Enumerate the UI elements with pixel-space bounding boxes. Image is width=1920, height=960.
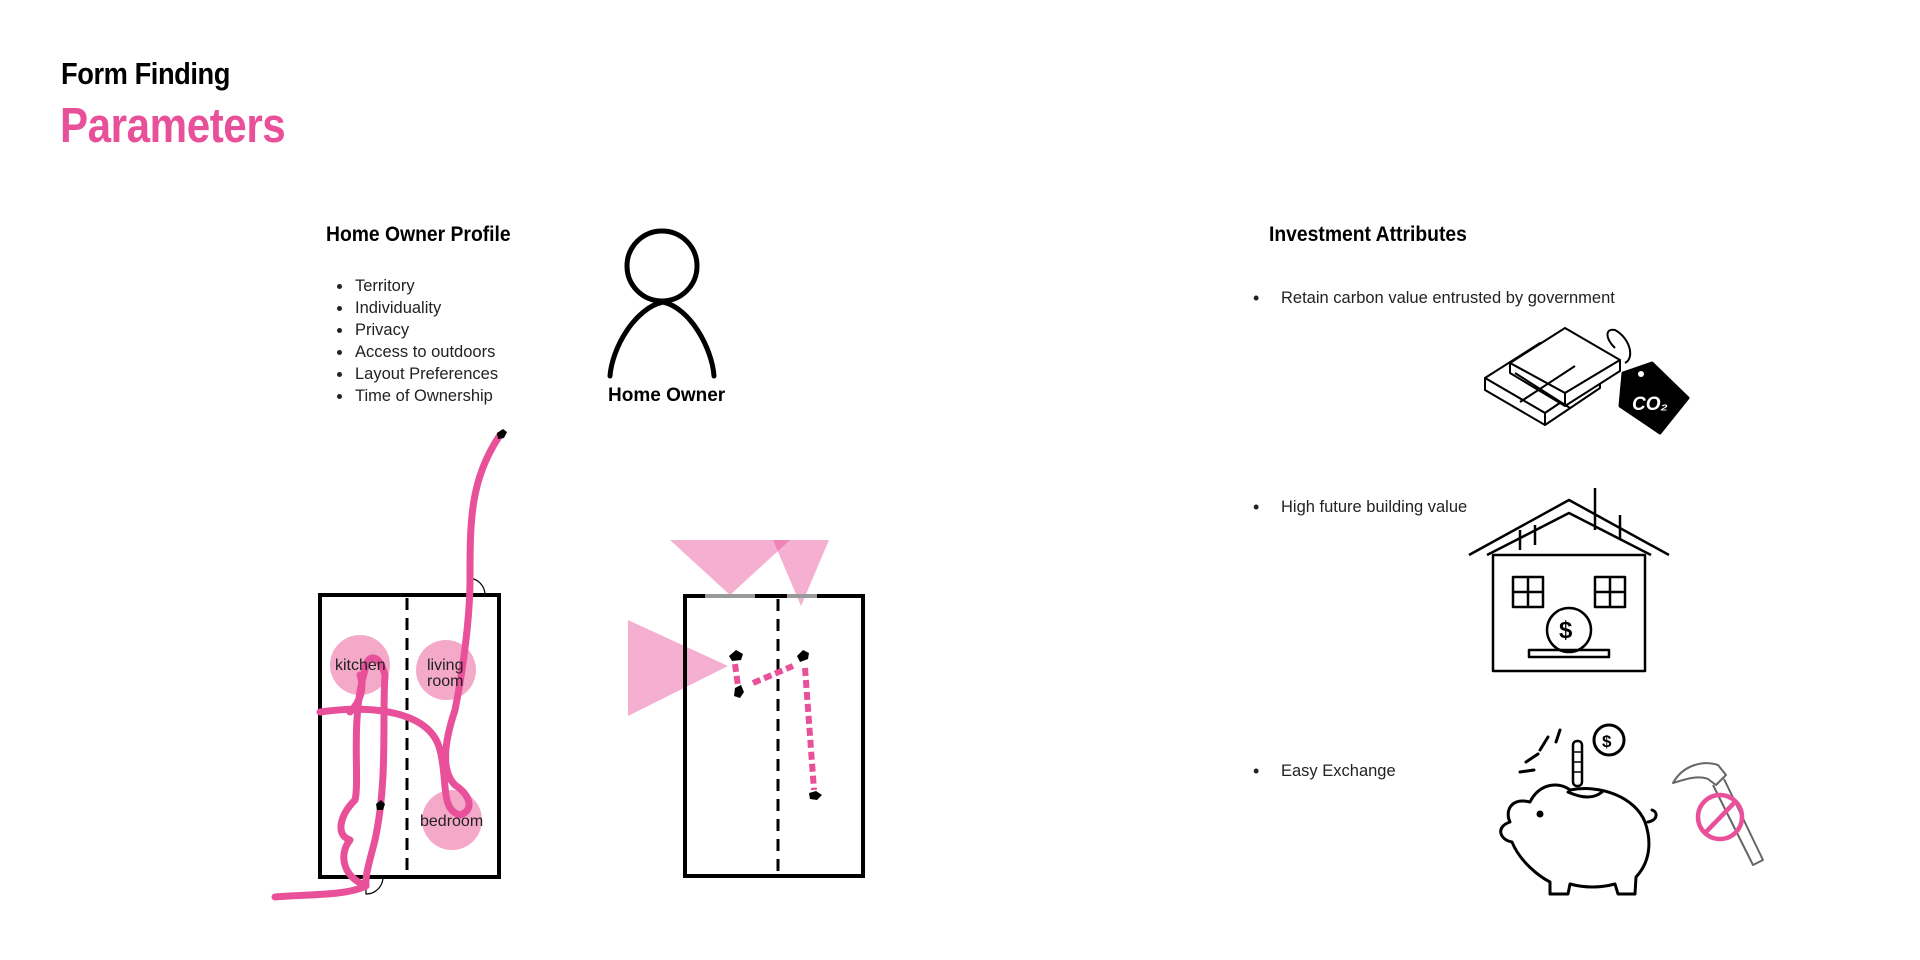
living-room-label-line2: room: [427, 673, 463, 690]
person-markers: [729, 650, 822, 800]
investment-item-building-value: High future building value: [1253, 497, 1467, 518]
co2-tag-icon: CO₂: [1618, 361, 1690, 435]
sightline-paths: [732, 663, 817, 791]
page-subtitle: Form Finding: [61, 56, 230, 91]
home-owner-profile-title: Home Owner Profile: [326, 223, 511, 246]
plan-outline: [683, 594, 865, 878]
list-item: Privacy: [353, 319, 498, 341]
investment-item-exchange: Easy Exchange: [1253, 761, 1396, 782]
no-hammer-icon: [1672, 762, 1764, 866]
investment-attributes-title: Investment Attributes: [1269, 223, 1467, 246]
person-marker-icon: [797, 650, 809, 662]
plan-outline: [318, 593, 501, 879]
circulation-plan-diagram: kitchen living room bedroom: [271, 428, 511, 901]
person-icon: [607, 228, 717, 379]
list-item: Layout Preferences: [353, 363, 498, 385]
list-item: Access to outdoors: [353, 341, 498, 363]
home-owner-profile-list: Territory Individuality Privacy Access t…: [325, 275, 498, 407]
person-markers: [376, 428, 511, 810]
person-marker-icon: [729, 650, 743, 661]
bedroom-label: bedroom: [420, 813, 483, 830]
view-cones: [628, 540, 829, 716]
page-title: Parameters: [60, 99, 286, 153]
views-plan-diagram: [628, 540, 865, 878]
list-item: Individuality: [353, 297, 498, 319]
view-cone-side: [628, 620, 728, 716]
living-room-label-line1: living: [427, 657, 463, 674]
house-value-icon: $: [1468, 488, 1670, 673]
co2-tag-text: CO₂: [1632, 394, 1668, 415]
person-marker-icon: [734, 685, 744, 698]
home-owner-label: Home Owner: [608, 385, 726, 406]
person-marker-icon: [497, 428, 511, 439]
kitchen-label: kitchen: [335, 657, 386, 674]
dollar-symbol: $: [1559, 617, 1573, 644]
list-item: Time of Ownership: [353, 385, 498, 407]
carbon-credit-icon: CO₂: [1484, 327, 1690, 435]
investment-item-carbon: Retain carbon value entrusted by governm…: [1253, 288, 1615, 309]
person-marker-icon: [809, 791, 822, 800]
list-item: Territory: [353, 275, 498, 297]
view-cone-window-left: [670, 540, 790, 595]
dollar-coin-symbol: $: [1602, 732, 1612, 751]
piggy-bank-icon: $: [1499, 723, 1658, 896]
person-marker-icon: [376, 800, 385, 810]
home-owner-figure: Home Owner: [607, 228, 726, 406]
kitchen-bubble: [330, 635, 390, 695]
view-cone-window-right: [773, 540, 829, 606]
